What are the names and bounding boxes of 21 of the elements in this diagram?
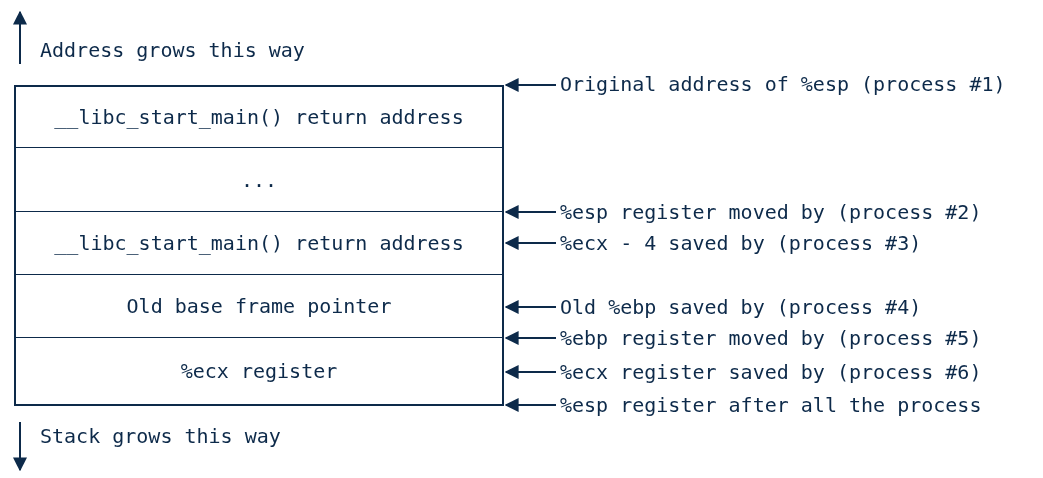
stack-slot: Old base frame pointer	[14, 275, 504, 339]
arrow	[504, 365, 557, 379]
annotation: %ebp register moved by (process #5)	[560, 324, 982, 352]
arrow	[504, 398, 557, 412]
arrow	[504, 331, 557, 345]
stack-slot: __libc_start_main() return address	[14, 212, 504, 276]
arrow	[504, 78, 557, 92]
arrow	[504, 300, 557, 314]
arrow	[504, 236, 557, 250]
direction-label: Address grows this way	[40, 38, 305, 62]
annotation: %esp register moved by (process #2)	[560, 198, 982, 226]
annotation: Old %ebp saved by (process #4)	[560, 293, 922, 321]
direction-label: Stack grows this way	[40, 424, 281, 448]
arrow	[504, 205, 557, 219]
annotation: Original address of %esp (process #1)	[560, 70, 1006, 98]
stack-slot: __libc_start_main() return address	[14, 85, 504, 149]
stack-slot: ...	[14, 148, 504, 213]
annotation: %esp register after all the process	[560, 391, 982, 419]
annotation: %ecx register saved by (process #6)	[560, 358, 982, 386]
annotation: %ecx - 4 saved by (process #3)	[560, 229, 922, 257]
stack-slot: %ecx register	[14, 338, 504, 406]
